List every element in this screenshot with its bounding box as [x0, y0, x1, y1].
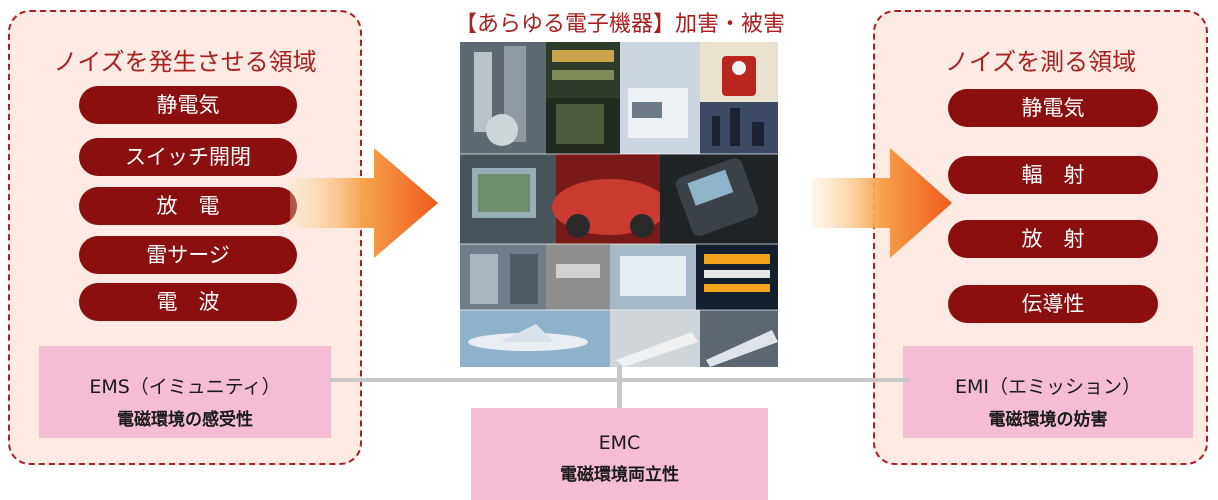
item-static-electricity-right: 静電気 — [948, 89, 1158, 127]
item-discharge: 放 電 — [79, 187, 297, 225]
item-radio-wave: 電 波 — [79, 283, 297, 321]
electronic-devices-photo-collage — [460, 42, 778, 367]
ems-description: 電磁環境の感受性 — [117, 410, 253, 430]
item-emission: 放 射 — [948, 220, 1158, 258]
emi-description: 電磁環境の妨害 — [988, 410, 1108, 430]
emc-label: EMC — [598, 432, 641, 454]
ems-label: EMS（イミュニティ） — [89, 376, 281, 398]
item-conduction: 伝導性 — [948, 285, 1158, 323]
noise-source-panel: ノイズを発生させる領域 静電気 スイッチ開閉 放 電 雷サージ 電 波 EMS（… — [8, 10, 362, 465]
ems-box: EMS（イミュニティ） 電磁環境の感受性 — [39, 346, 331, 438]
item-lightning-surge: 雷サージ — [79, 236, 297, 274]
emi-label: EMI（エミッション） — [954, 376, 1141, 398]
orange-gradient-arrow-right — [812, 148, 952, 258]
emc-box: EMC 電磁環境両立性 — [471, 408, 768, 500]
noise-measure-panel: ノイズを測る領域 静電気 輻 射 放 射 伝導性 EMI（エミッション） 電磁環… — [873, 10, 1208, 465]
emi-box: EMI（エミッション） 電磁環境の妨害 — [903, 346, 1193, 438]
noise-source-title: ノイズを発生させる領域 — [53, 48, 317, 76]
connector-line-vertical — [617, 366, 622, 410]
devices-title: 【あらゆる電子機器】加害・被害 — [454, 12, 785, 37]
emc-description: 電磁環境両立性 — [560, 465, 679, 485]
item-switching: スイッチ開閉 — [79, 138, 297, 176]
item-radiation: 輻 射 — [948, 156, 1158, 194]
orange-gradient-arrow-left — [290, 148, 438, 258]
noise-measure-title: ノイズを測る領域 — [944, 48, 1137, 76]
item-static-electricity-left: 静電気 — [79, 86, 297, 124]
